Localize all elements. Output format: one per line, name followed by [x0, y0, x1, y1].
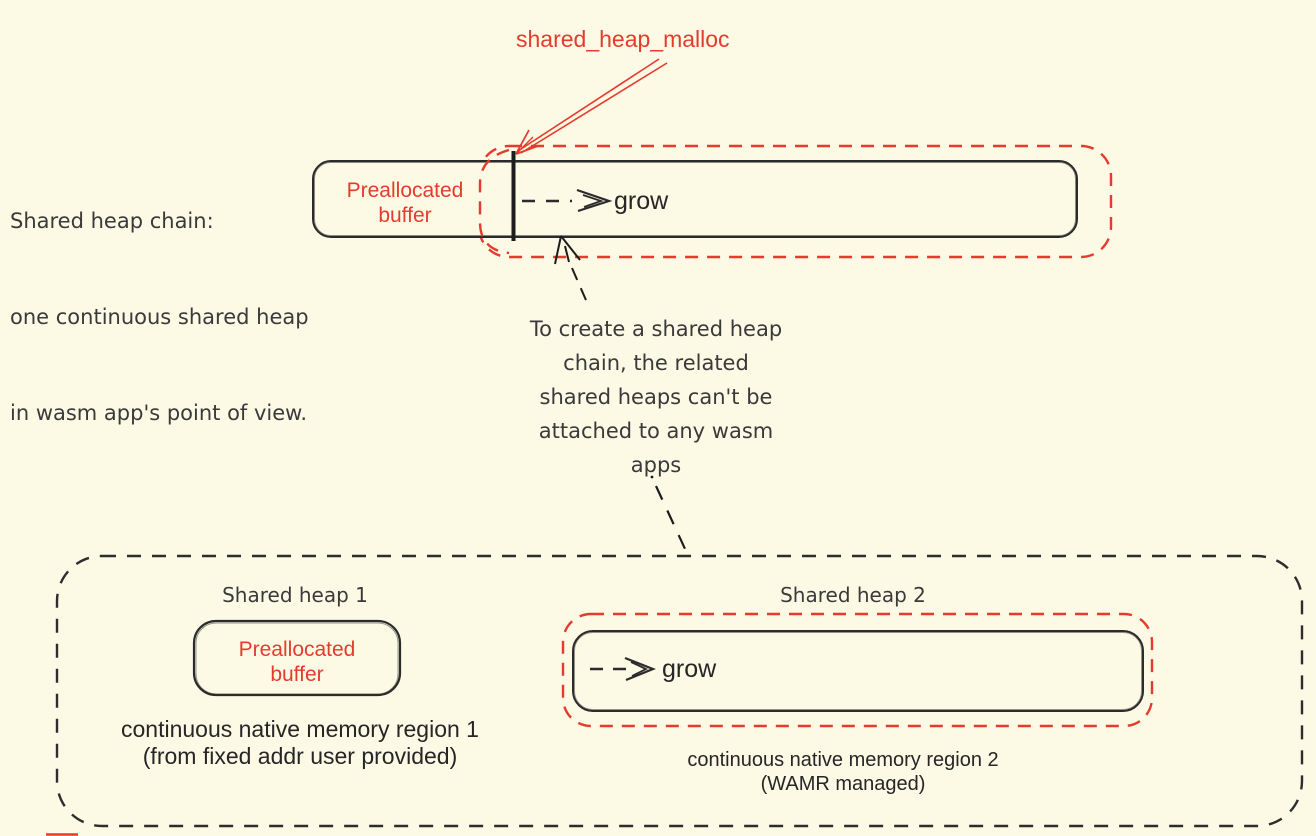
grow-arrow-top [522, 188, 613, 213]
note-pointer-arrow [554, 235, 590, 308]
shared-heap-malloc-label: shared_heap_malloc [516, 26, 730, 52]
grow-arrow-bottom [590, 656, 656, 682]
chain-note-line-1: Shared heap chain: [10, 209, 214, 233]
chain-note: Shared heap chain: one continuous shared… [10, 141, 309, 493]
malloc-arrow [515, 58, 668, 155]
chain-note-line-3: in wasm app's point of view. [10, 401, 308, 425]
middle-note: To create a shared heap chain, the relat… [526, 312, 786, 482]
middle-note-line-1: To create a shared heap [529, 317, 783, 341]
preallocated-buffer-top-line-1: Preallocated [346, 179, 464, 202]
heap1-caption: continuous native memory region 1 (from … [120, 716, 480, 770]
chain-note-line-2: one continuous shared heap [10, 305, 309, 329]
heap2-caption-line-2: (WAMR managed) [760, 773, 926, 795]
heap2-dashed-outline [561, 612, 1154, 728]
preallocated-buffer-top-line-2: buffer [378, 204, 432, 227]
grow-label-bottom: grow [662, 655, 717, 683]
heap1-caption-line-1: continuous native memory region 1 [121, 716, 479, 742]
heap2-caption-line-1: continuous native memory region 2 [687, 749, 999, 771]
preallocated-buffer-label-top: Preallocated buffer [330, 178, 480, 228]
heap2-box-sketch-stroke [574, 632, 1142, 710]
preallocated-buffer-bottom-line-1: Preallocated [238, 638, 356, 661]
grow-label-top: grow [614, 187, 669, 215]
chain-dashed-outline [477, 144, 1113, 259]
heap1-caption-line-2: (from fixed addr user provided) [142, 743, 458, 769]
chain-dashed-outline-left-edge [478, 148, 510, 255]
preallocated-buffer-bottom-line-2: buffer [270, 663, 324, 686]
middle-note-line-4: attached to any wasm [538, 419, 774, 443]
note-connector-line [650, 475, 687, 552]
middle-note-line-5: apps [630, 453, 682, 477]
heap2-box [572, 630, 1144, 712]
heap2-caption: continuous native memory region 2 (WAMR … [663, 748, 1023, 796]
heap2-title: Shared heap 2 [780, 583, 926, 607]
middle-note-line-3: shared heaps can't be [539, 385, 773, 409]
heap1-title: Shared heap 1 [222, 583, 368, 607]
preallocated-buffer-label-bottom: Preallocated buffer [222, 637, 372, 687]
middle-note-line-2: chain, the related [563, 351, 749, 375]
